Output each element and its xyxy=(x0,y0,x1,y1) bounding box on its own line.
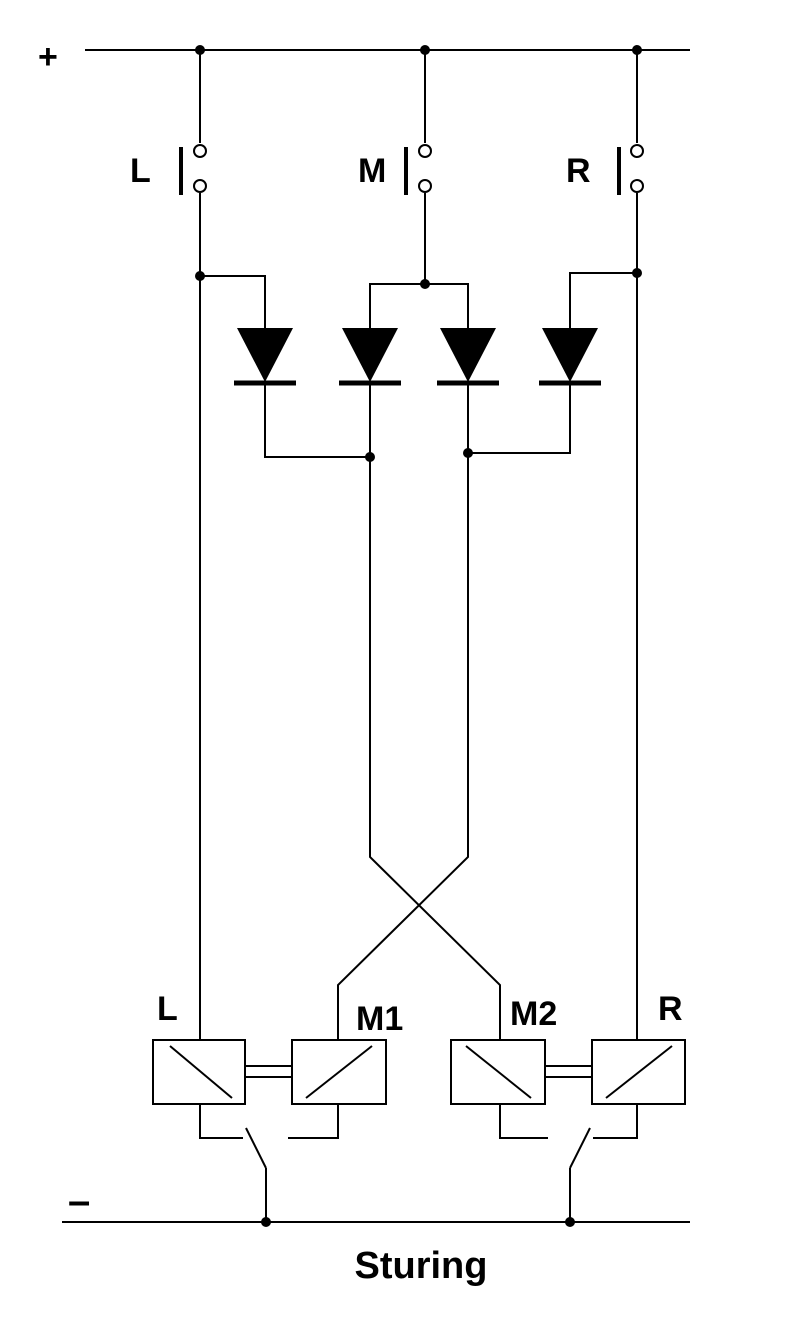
switch-l: L xyxy=(130,50,207,276)
switch-m: M xyxy=(358,50,432,284)
wire xyxy=(468,383,571,454)
interlock-m2-r xyxy=(545,1065,592,1078)
junction-dot xyxy=(261,1217,271,1227)
junction-dot xyxy=(565,1217,575,1227)
interlock-l-m1 xyxy=(245,1065,292,1078)
diode-3 xyxy=(437,328,499,386)
relay-label-r: R xyxy=(658,990,683,1028)
wire xyxy=(569,272,637,328)
wire xyxy=(369,283,469,328)
relay-contact-left xyxy=(199,1104,339,1222)
wire xyxy=(200,275,266,328)
diode-4 xyxy=(539,328,601,386)
relay-label-m2: M2 xyxy=(510,995,557,1033)
switch-label-r: R xyxy=(566,152,591,190)
switch-label-l: L xyxy=(130,152,151,190)
crossover-wire xyxy=(369,457,501,1040)
relay-label-l: L xyxy=(157,990,178,1028)
relay-coil-r xyxy=(591,1039,686,1105)
wire xyxy=(264,383,370,458)
relay-label-m1: M1 xyxy=(356,1000,403,1038)
switch-label-m: M xyxy=(358,152,386,190)
diode-1 xyxy=(234,328,296,386)
diode-2 xyxy=(339,328,401,386)
relay-coil-m1 xyxy=(291,1039,387,1105)
switch-r: R xyxy=(566,50,644,273)
positive-rail-label: + xyxy=(38,38,58,76)
negative-rail-label: – xyxy=(68,1179,90,1223)
relay-contact-right xyxy=(499,1104,638,1222)
relay-coil-m2 xyxy=(450,1039,546,1105)
relay-coil-l xyxy=(152,1039,246,1105)
caption: Sturing xyxy=(355,1245,488,1287)
crossover-wire xyxy=(337,453,469,1040)
